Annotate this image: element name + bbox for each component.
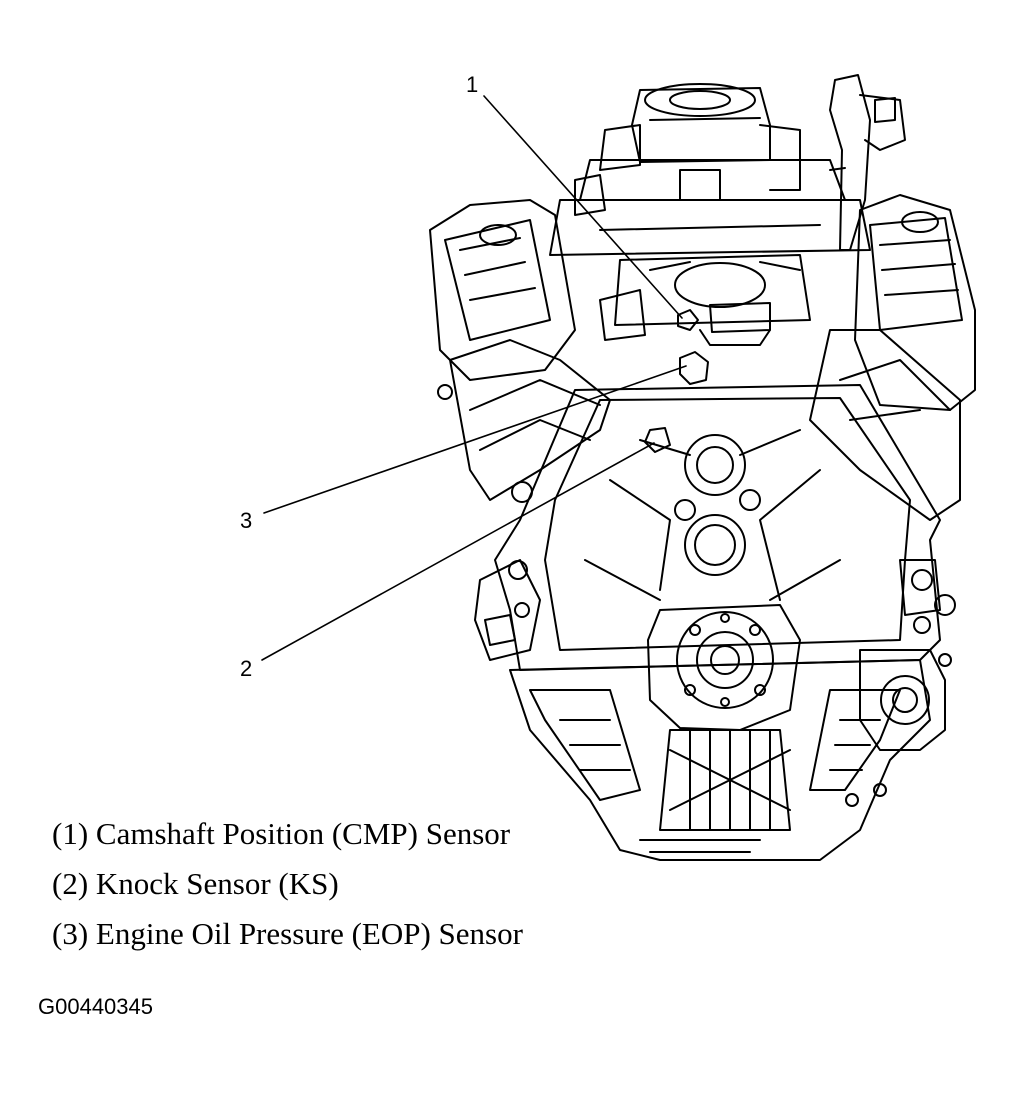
callout-2: 2 — [240, 656, 253, 681]
left-cylinder-head — [429, 199, 611, 503]
leader-line-2 — [261, 442, 655, 661]
oil-pan — [509, 659, 931, 861]
callout-3: 3 — [240, 508, 253, 533]
legend-item-eop-sensor: (3) Engine Oil Pressure (EOP) Sensor — [52, 916, 523, 951]
crank-hub — [647, 604, 801, 731]
right-cylinder-head — [809, 194, 976, 521]
legend-item-cmp-sensor: (1) Camshaft Position (CMP) Sensor — [52, 816, 511, 851]
leader-line-1 — [483, 95, 683, 319]
accessory-bracket — [829, 74, 906, 251]
leader-lines — [261, 95, 687, 661]
sensor-details — [644, 309, 709, 453]
engine-block — [474, 384, 956, 671]
callout-1: 1 — [466, 72, 479, 97]
intake-throttle-body — [549, 83, 871, 346]
figure-id: G00440345 — [38, 994, 153, 1019]
component-legend: (1) Camshaft Position (CMP) Sensor (2) K… — [52, 812, 523, 962]
right-accessory — [859, 649, 952, 751]
legend-item-knock-sensor: (2) Knock Sensor (KS) — [52, 866, 339, 901]
leader-line-3 — [263, 365, 687, 514]
